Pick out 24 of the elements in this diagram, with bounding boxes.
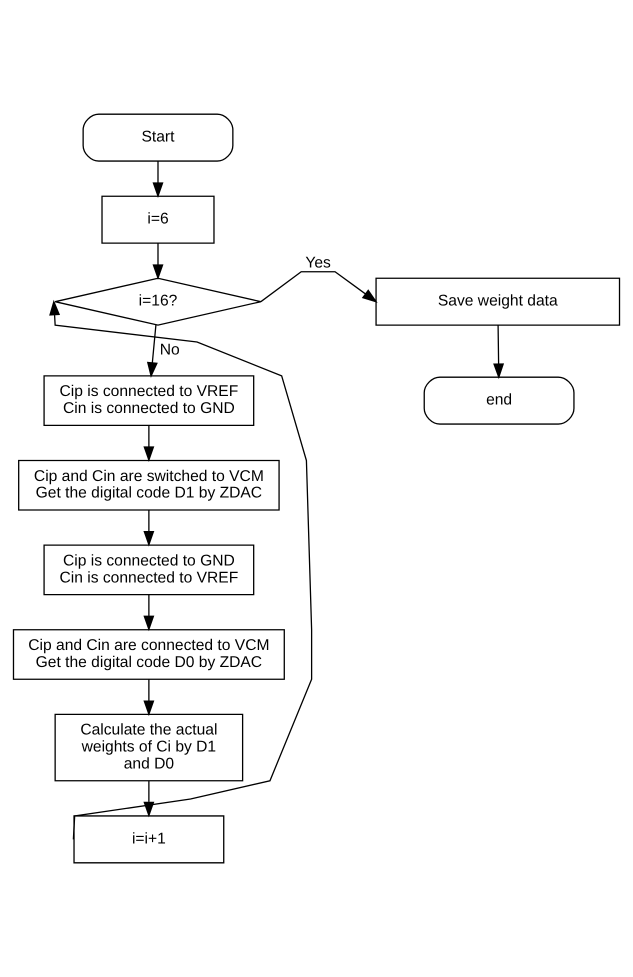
node-box: Cip and Cin are switched to VCM Get the digital code D1 by ZDAC — [18, 460, 280, 511]
arrow — [260, 271, 378, 303]
arrow — [143, 426, 154, 462]
node-box: Cip and Cin are connected to VCM Get the digital code D0 by ZDAC — [12, 629, 285, 680]
arrow — [143, 510, 154, 547]
edge-label: No — [160, 342, 180, 359]
arrow — [49, 300, 312, 840]
node-box: Cip is connected to VREF Cin is connected to GND — [43, 375, 254, 426]
arrow — [493, 325, 504, 380]
node-box: end — [424, 376, 575, 425]
node-box: Start — [82, 114, 234, 162]
node-box: i=i+1 — [73, 815, 224, 864]
node-box: Cip is connected to GND Cin is connected to VREF — [43, 544, 254, 596]
arrow — [143, 594, 154, 632]
node-box: i=6 — [101, 196, 215, 244]
edge-label: Yes — [305, 254, 331, 272]
arrow — [152, 244, 164, 280]
arrow — [143, 781, 154, 818]
arrow — [146, 324, 158, 378]
node-box: Calculate the actual weights of Ci by D1 and D0 — [54, 714, 244, 782]
node-box: Save weight data — [375, 278, 620, 326]
arrow — [152, 162, 164, 198]
node-diamond: i=16? — [54, 278, 262, 326]
arrow — [143, 680, 154, 716]
